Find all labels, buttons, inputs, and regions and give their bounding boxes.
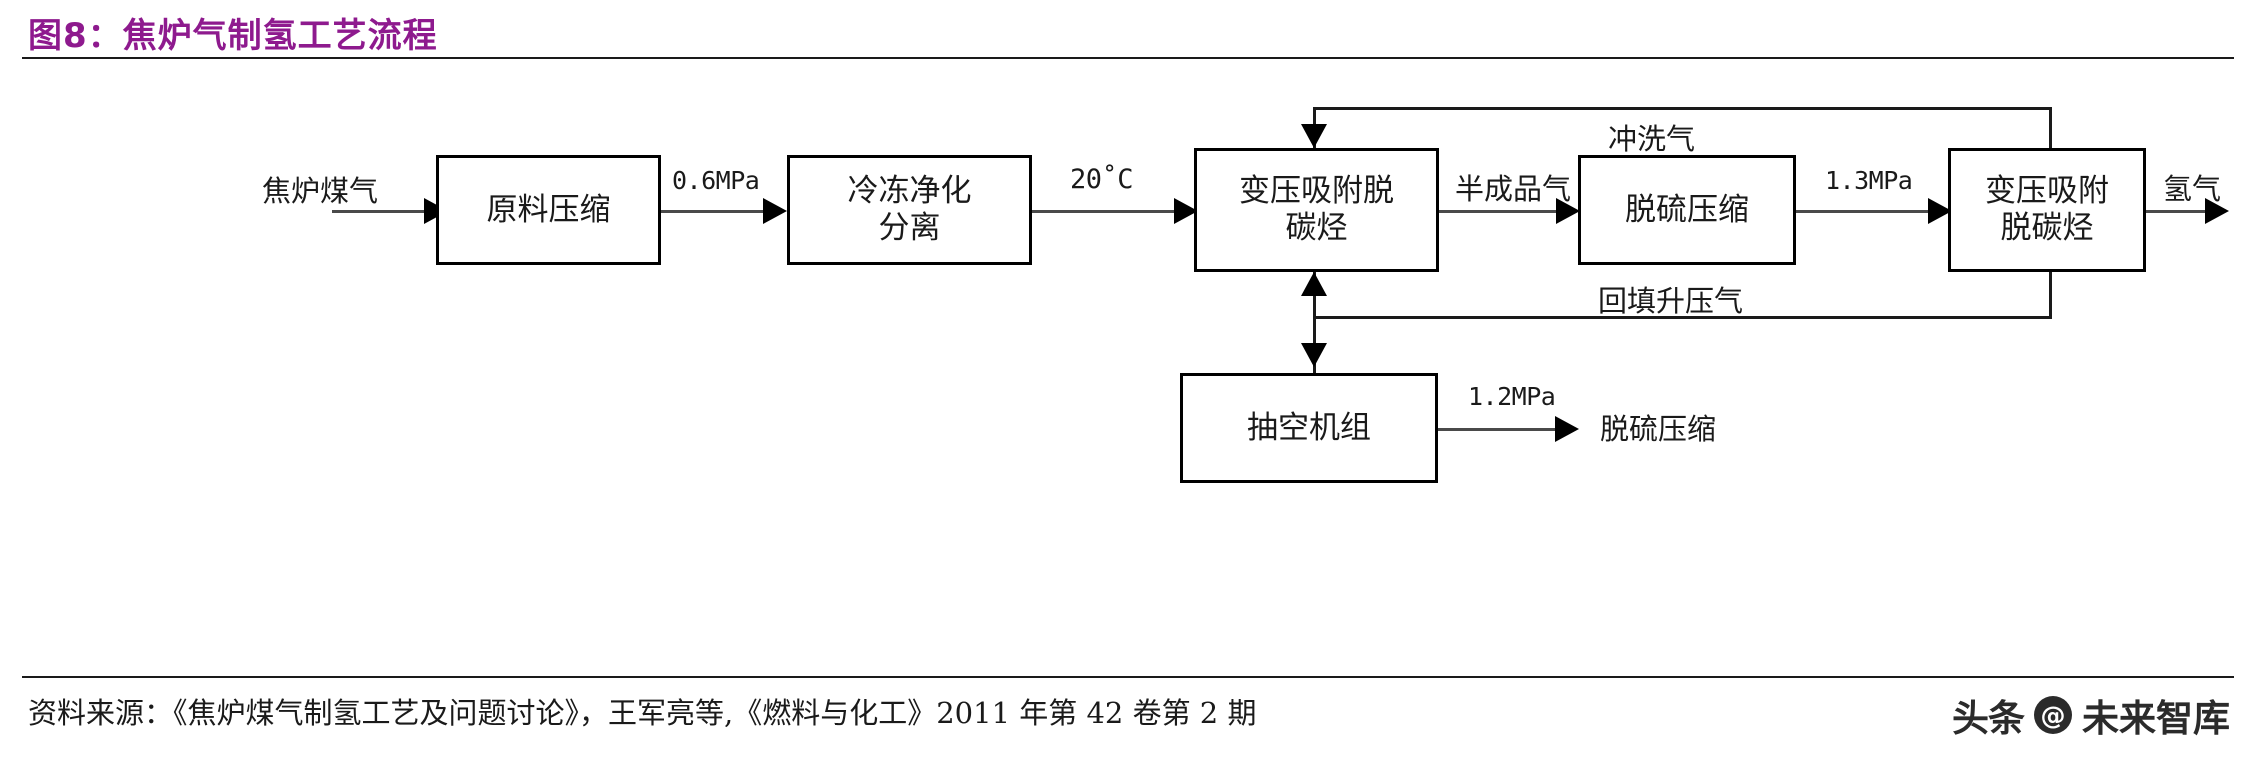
box-vacuum-unit[interactable]: 抽空机组 <box>1180 373 1438 483</box>
arrowhead-desulfur-in <box>1556 198 1580 224</box>
watermark-brand: 头条 <box>1952 697 2025 740</box>
watermark: 头条 @ 未来智库 <box>1952 688 2230 742</box>
arrowhead-purge-into-psa1 <box>1301 124 1327 148</box>
arrowhead-vacuum-outlet <box>1555 416 1579 442</box>
connector-desulfur-to-psa2 <box>1796 210 1936 213</box>
arrowhead-vacuum-down <box>1301 343 1327 367</box>
connector-hydrogen-out <box>2146 210 2211 213</box>
connector-backfill-bottom <box>1313 316 2052 319</box>
label-semi-product-gas: 半成品气 <box>1455 172 1572 206</box>
label-pressure-1-2mpa: 1.2MPa <box>1468 382 1556 411</box>
at-icon: @ <box>2034 696 2072 734</box>
connector-psa1-to-desulfur <box>1439 210 1564 213</box>
page-title: 图8：焦炉气制氢工艺流程 <box>28 16 438 56</box>
process-flow-diagram: 焦炉煤气 原料压缩 0.6MPa 冷冻净化 分离 20˚C 变压吸附脱 碳烃 半… <box>0 58 2256 672</box>
label-pressure-1-3mpa: 1.3MPa <box>1825 166 1913 195</box>
title-divider <box>22 57 2234 59</box>
box-cryogenic-purification[interactable]: 冷冻净化 分离 <box>787 155 1032 265</box>
label-backfill-pressurize-gas: 回填升压气 <box>1598 284 1744 318</box>
connector-compression-to-purification <box>661 210 771 213</box>
box-desulfur-compression[interactable]: 脱硫压缩 <box>1578 155 1796 265</box>
box-psa-decarb-2[interactable]: 变压吸附 脱碳烃 <box>1948 148 2146 272</box>
box-psa-decarb-1[interactable]: 变压吸附脱 碳烃 <box>1194 148 1439 272</box>
connector-backfill-psa2-drop <box>2049 272 2052 319</box>
connector-purification-to-psa1 <box>1032 210 1182 213</box>
label-temperature-20c: 20˚C <box>1070 164 1134 195</box>
footer-divider <box>22 676 2234 678</box>
watermark-name: 未来智库 <box>2082 697 2230 740</box>
arrowhead-backfill-into-psa1 <box>1301 272 1327 296</box>
label-purge-gas: 冲洗气 <box>1608 122 1696 156</box>
connector-inlet <box>332 210 432 213</box>
label-pressure-0-6mpa: 0.6MPa <box>672 166 760 195</box>
arrowhead-hydrogen-out <box>2205 198 2229 224</box>
label-vacuum-outlet-target: 脱硫压缩 <box>1600 412 1717 446</box>
arrowhead-purification-in <box>763 198 787 224</box>
title-bar: 图8：焦炉气制氢工艺流程 <box>0 0 2256 59</box>
connector-purge-top <box>1313 107 2052 110</box>
connector-vacuum-outlet <box>1438 428 1563 431</box>
box-raw-gas-compression[interactable]: 原料压缩 <box>436 155 661 265</box>
source-note: 资料来源：《焦炉煤气制氢工艺及问题讨论》，王军亮等,《燃料与化工》2011 年第… <box>28 696 1257 730</box>
connector-purge-riser <box>2049 107 2052 148</box>
label-inlet-feed: 焦炉煤气 <box>262 174 379 208</box>
